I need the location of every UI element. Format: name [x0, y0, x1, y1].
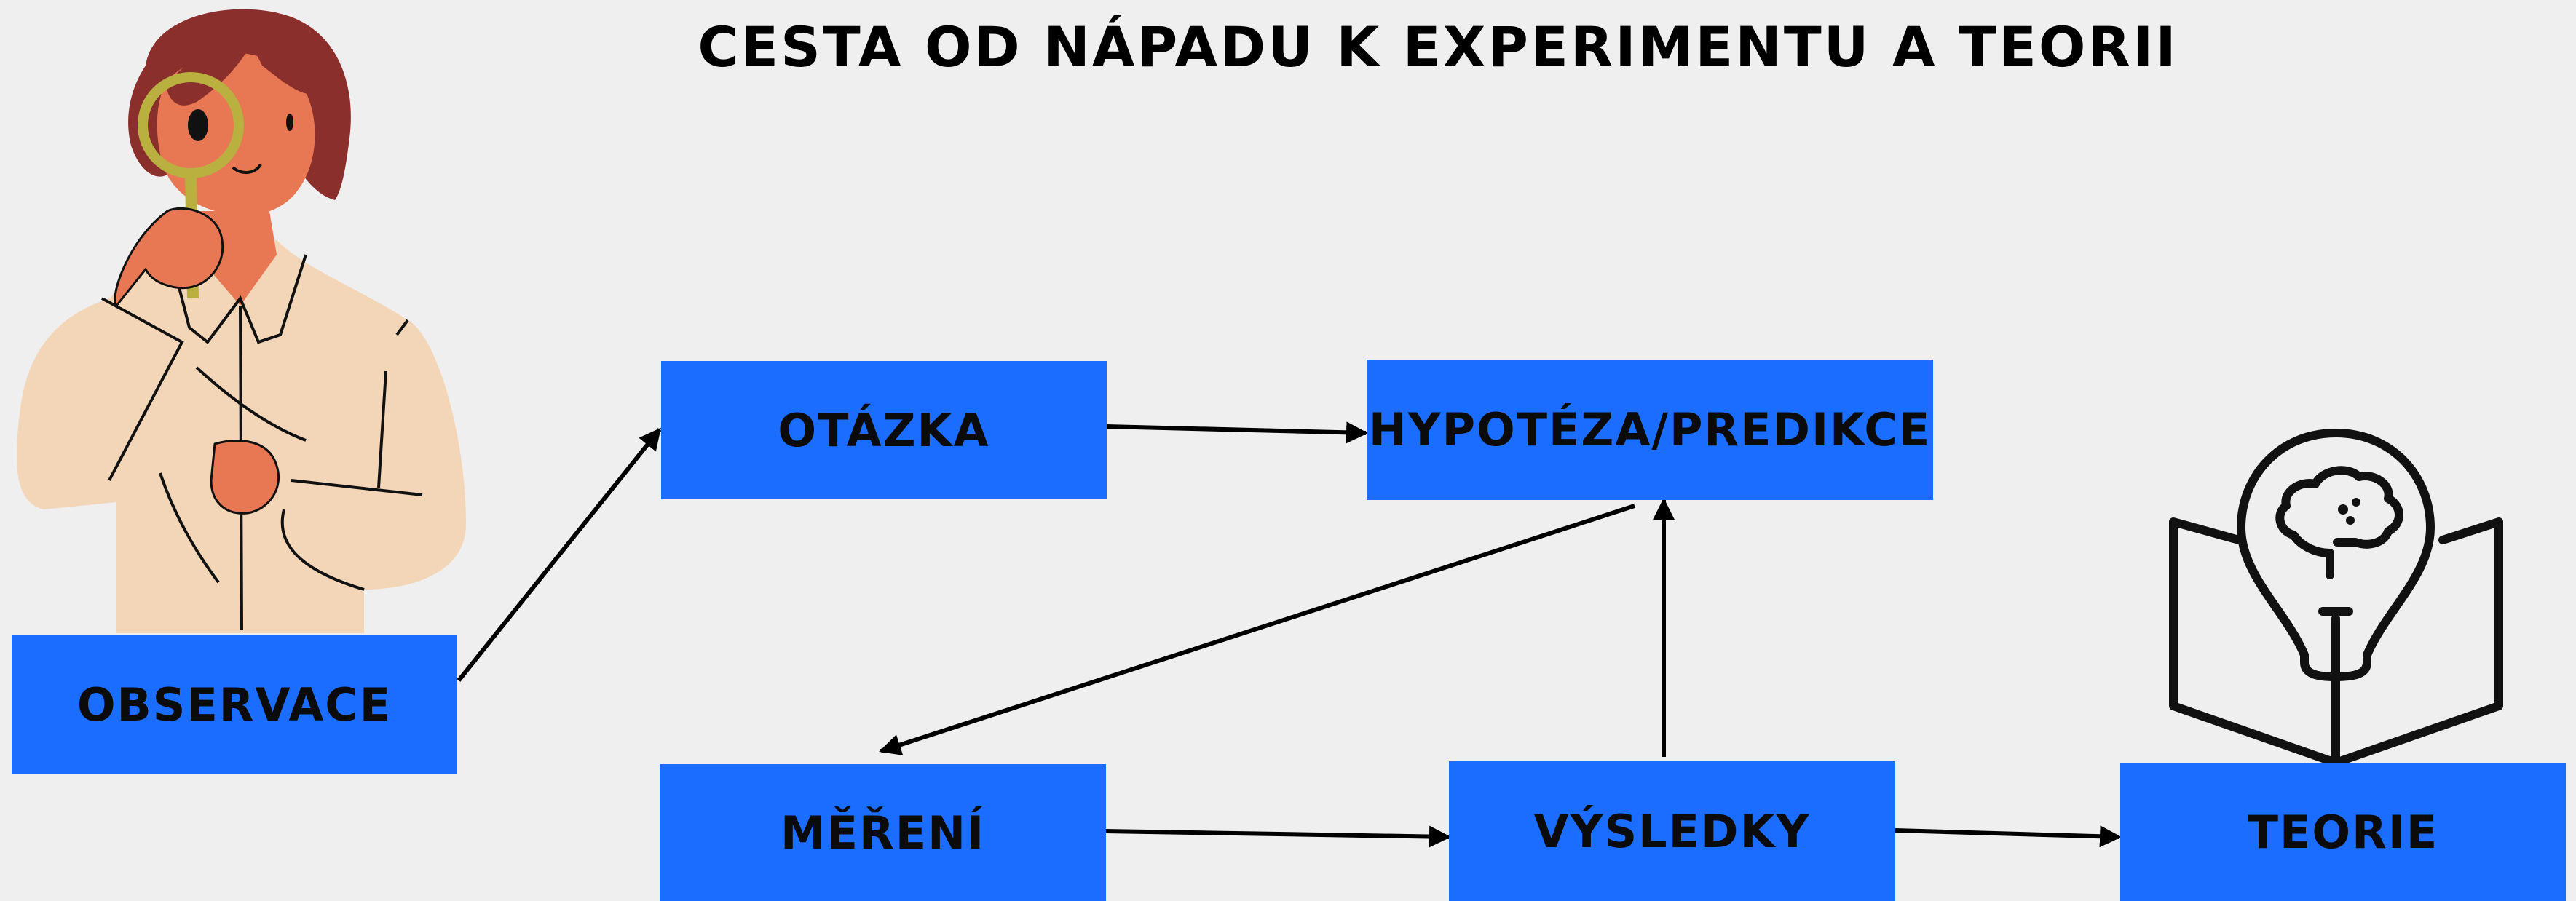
person-illustration — [16, 9, 467, 633]
person-eye-right — [286, 114, 293, 131]
person-cuff — [280, 479, 423, 591]
node-vysledky: VÝSLEDKY — [1449, 761, 1895, 901]
person-sleeve-line — [101, 297, 184, 481]
node-mereni: MĚŘENÍ — [660, 764, 1106, 901]
node-hypoteza-label: HYPOTÉZA/PREDIKCE — [1368, 403, 1932, 456]
person-side-line — [377, 319, 409, 488]
person-fringe — [166, 43, 313, 106]
node-teorie-label: TEORIE — [2247, 805, 2439, 859]
arrow-otazka-hypoteza — [1106, 421, 1368, 444]
book-right-page — [2331, 517, 2503, 767]
node-otazka: OTÁZKA — [661, 361, 1107, 499]
node-hypoteza: HYPOTÉZA/PREDIKCE — [1367, 360, 1933, 500]
person-lower-hand — [210, 439, 280, 515]
brain-icon — [2275, 466, 2403, 579]
node-otazka-label: OTÁZKA — [778, 403, 990, 457]
person-collar — [167, 247, 307, 344]
bulb-outline — [2237, 429, 2435, 681]
person-arm-line — [195, 366, 307, 442]
arrow-hypoteza-mereni — [879, 504, 1635, 755]
node-observace: OBSERVACE — [12, 635, 457, 774]
arrow-vysledky-teorie — [1895, 825, 2122, 848]
book-left-page — [2169, 517, 2340, 767]
person-hand — [114, 207, 224, 308]
node-teorie: TEORIE — [2120, 763, 2566, 901]
node-mereni-label: MĚŘENÍ — [780, 806, 986, 860]
node-vysledky-label: VÝSLEDKY — [1533, 804, 1811, 858]
arrow-mereni-vysledky — [1105, 825, 1451, 848]
person-fold — [159, 472, 220, 584]
node-observace-label: OBSERVACE — [76, 678, 392, 731]
diagram-title: CESTA OD NÁPADU K EXPERIMENTU A TEORII — [698, 15, 2178, 79]
magnifier-lens — [138, 72, 244, 178]
person-eye — [188, 109, 208, 141]
person-smile — [232, 163, 262, 174]
